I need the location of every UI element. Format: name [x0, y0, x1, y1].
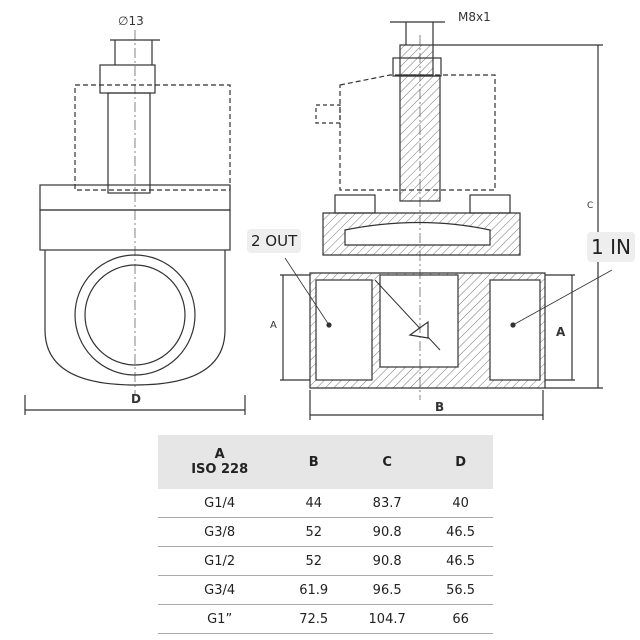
cell: 96.5 [346, 575, 429, 605]
dimension-b-label: B [435, 400, 445, 414]
cell: 52 [281, 517, 347, 547]
diameter-label: ∅13 [118, 14, 144, 28]
cell: 44 [281, 489, 347, 518]
dimension-a-left-label: A [270, 320, 277, 331]
front-view [24, 30, 246, 415]
dimension-c-label: C [587, 201, 594, 211]
valve-drawing [24, 21, 613, 420]
outlet-port-tag: 2 OUT [247, 229, 302, 253]
cell: 46.5 [428, 517, 493, 547]
cell: 40 [428, 489, 493, 518]
header-a-line2: ISO 228 [191, 462, 249, 477]
dimension-d-label: D [131, 392, 141, 406]
cell: 66 [428, 604, 493, 634]
cell: G1/2 [158, 546, 282, 576]
cell: 46.5 [428, 546, 493, 576]
cell: G1/4 [158, 489, 282, 518]
cell: 104.7 [346, 604, 429, 634]
header-d: D [428, 435, 493, 489]
cell: 72.5 [281, 604, 347, 634]
cell: 56.5 [428, 575, 493, 605]
cell: 83.7 [346, 489, 429, 518]
section-view [280, 21, 613, 420]
header-b: B [281, 435, 347, 489]
inlet-port-tag: 1 IN [587, 232, 635, 262]
cell: G3/8 [158, 517, 282, 547]
cell: 90.8 [346, 517, 429, 547]
thread-label: M8x1 [458, 10, 491, 24]
header-c: C [346, 435, 429, 489]
cell: 61.9 [281, 575, 347, 605]
header-a-line1: A [214, 447, 225, 462]
dimension-a-right-label: A [556, 325, 566, 339]
cell: 52 [281, 546, 347, 576]
cell: G3/4 [158, 575, 282, 605]
cell: 90.8 [346, 546, 429, 576]
cell: G1” [158, 604, 282, 634]
